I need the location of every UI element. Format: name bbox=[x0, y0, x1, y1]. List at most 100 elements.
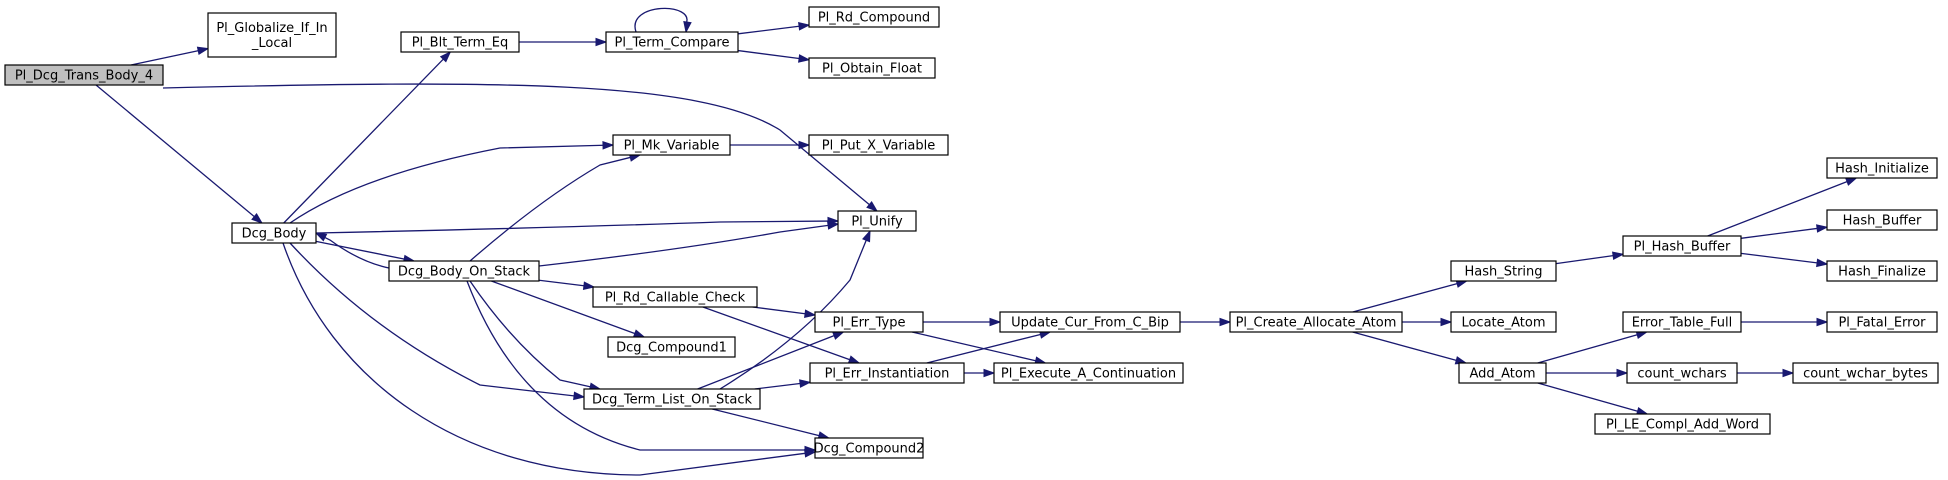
edge-line bbox=[1352, 331, 1458, 362]
node-cwchars[interactable]: count_wchars bbox=[1626, 362, 1738, 384]
node-errtype[interactable]: Pl_Err_Type bbox=[814, 311, 924, 333]
edge-line bbox=[737, 25, 801, 35]
edge-line bbox=[702, 306, 851, 361]
edge-arrowhead bbox=[1782, 368, 1795, 378]
edge-line bbox=[1555, 254, 1615, 265]
edge-arrowhead bbox=[847, 355, 861, 364]
edge-arrowhead bbox=[827, 221, 840, 230]
node-putx[interactable]: Pl_Put_X_Variable bbox=[808, 134, 949, 156]
edge-errinst-to-update bbox=[926, 330, 1052, 364]
edge-line bbox=[1537, 382, 1639, 413]
node-hinit[interactable]: Hash_Initialize bbox=[1826, 157, 1938, 179]
edge-mkvar-to-putx bbox=[730, 140, 811, 150]
node-leword[interactable]: Pl_LE_Compl_Add_Word bbox=[1594, 413, 1771, 435]
node-box bbox=[837, 210, 917, 232]
node-box bbox=[4, 64, 164, 86]
node-label: count_wchars bbox=[1637, 367, 1727, 382]
node-label: Pl_Err_Instantiation bbox=[825, 367, 950, 382]
edge-addatom-to-cwchars bbox=[1546, 368, 1629, 378]
edge-arrowhead bbox=[196, 46, 210, 56]
node-label: Pl_Create_Allocate_Atom bbox=[1236, 316, 1397, 331]
edge-line bbox=[289, 242, 576, 397]
node-box bbox=[1792, 362, 1939, 384]
edge-bodystack-to-rdcall bbox=[538, 279, 596, 290]
node-mkvar[interactable]: Pl_Mk_Variable bbox=[612, 134, 731, 156]
node-comp1[interactable]: Dcg_Compound1 bbox=[607, 336, 736, 358]
edge-arrowhead bbox=[1616, 368, 1629, 378]
edge-line bbox=[1740, 227, 1819, 239]
edge-line bbox=[469, 156, 632, 262]
node-label: Pl_Dcg_Trans_Body_4 bbox=[15, 69, 153, 84]
node-termlist[interactable]: Dcg_Term_List_On_Stack bbox=[583, 388, 761, 410]
node-box bbox=[1826, 311, 1938, 333]
edge-arrowhead bbox=[1816, 224, 1829, 233]
node-label: Update_Cur_From_C_Bip bbox=[1011, 316, 1169, 331]
node-label: Dcg_Body_On_Stack bbox=[398, 265, 531, 280]
edge-bodystack-to-comp2 bbox=[466, 280, 817, 455]
edge-arrowhead bbox=[798, 22, 811, 31]
edge-update-to-createatom bbox=[1180, 317, 1232, 327]
node-hfin[interactable]: Hash_Finalize bbox=[1826, 260, 1938, 282]
node-bodystack[interactable]: Dcg_Body_On_Stack bbox=[388, 260, 540, 282]
node-box bbox=[1622, 235, 1742, 257]
node-label: Pl_Term_Compare bbox=[615, 36, 730, 51]
edge-line bbox=[926, 333, 1042, 364]
node-glob[interactable]: Pl_Globalize_If_In_Local bbox=[207, 12, 337, 58]
node-tcomp[interactable]: Pl_Term_Compare bbox=[605, 31, 739, 53]
node-box bbox=[207, 12, 337, 58]
edge-tcomp-to-rdcomp bbox=[737, 22, 811, 35]
edge-dcgbody-to-mkvar bbox=[289, 140, 615, 224]
node-errtab[interactable]: Error_Table_Full bbox=[1622, 311, 1742, 333]
node-rdcall[interactable]: Pl_Rd_Callable_Check bbox=[592, 286, 758, 308]
node-execcont[interactable]: Pl_Execute_A_Continuation bbox=[993, 362, 1184, 384]
node-box bbox=[388, 260, 540, 282]
node-obtain[interactable]: Pl_Obtain_Float bbox=[808, 57, 936, 79]
node-cwbytes[interactable]: count_wchar_bytes bbox=[1792, 362, 1939, 384]
edge-arrowhead bbox=[683, 20, 692, 34]
node-label: Pl_Obtain_Float bbox=[822, 62, 922, 77]
node-box bbox=[999, 311, 1181, 333]
edge-arrowhead bbox=[1845, 177, 1858, 186]
node-label: Dcg_Compound1 bbox=[616, 341, 727, 356]
edge-arrowhead bbox=[1440, 317, 1453, 327]
edge-errtype-to-update bbox=[923, 317, 1002, 327]
edge-line bbox=[95, 84, 256, 218]
node-label: Dcg_Body bbox=[242, 227, 307, 242]
node-locate[interactable]: Locate_Atom bbox=[1450, 311, 1557, 333]
edge-arrowhead bbox=[989, 317, 1002, 327]
edge-line bbox=[712, 408, 821, 437]
edge-line bbox=[754, 382, 802, 390]
edge-line bbox=[538, 224, 830, 267]
node-box bbox=[1826, 260, 1938, 282]
node-errinst[interactable]: Pl_Err_Instantiation bbox=[809, 362, 965, 384]
node-label: Error_Table_Full bbox=[1632, 316, 1733, 331]
edge-hashstr-to-hashbuf bbox=[1555, 251, 1625, 265]
edge-tcomp-to-obtain bbox=[737, 49, 811, 63]
node-label: Add_Atom bbox=[1469, 367, 1535, 382]
node-hashstr[interactable]: Hash_String bbox=[1450, 260, 1557, 282]
node-trans4[interactable]: Pl_Dcg_Trans_Body_4 bbox=[4, 64, 164, 86]
node-box bbox=[1626, 362, 1738, 384]
node-hashbuf[interactable]: Pl_Hash_Buffer bbox=[1622, 235, 1742, 257]
edges-layer bbox=[95, 7, 1858, 476]
node-box bbox=[1458, 362, 1547, 384]
node-addatom[interactable]: Add_Atom bbox=[1458, 362, 1547, 384]
node-blt[interactable]: Pl_Blt_Term_Eq bbox=[400, 31, 520, 53]
node-fatal[interactable]: Pl_Fatal_Error bbox=[1826, 311, 1938, 333]
node-update[interactable]: Update_Cur_From_C_Bip bbox=[999, 311, 1181, 333]
node-unify[interactable]: Pl_Unify bbox=[837, 210, 917, 232]
node-label: Pl_Mk_Variable bbox=[624, 139, 720, 154]
edge-arrowhead bbox=[798, 54, 811, 63]
edge-hashbuf-to-hbuf bbox=[1740, 224, 1829, 239]
edge-arrowhead bbox=[862, 229, 871, 243]
node-rdcomp[interactable]: Pl_Rd_Compound bbox=[808, 6, 940, 28]
node-hbuf[interactable]: Hash_Buffer bbox=[1826, 209, 1938, 231]
edge-dcgbody-to-bodystack bbox=[315, 240, 416, 264]
node-box bbox=[1826, 209, 1938, 231]
node-dcgbody[interactable]: Dcg_Body bbox=[231, 222, 317, 244]
edge-arrowhead bbox=[1816, 258, 1829, 268]
edge-createatom-to-hashstr bbox=[1352, 279, 1469, 313]
edge-arrowhead bbox=[804, 445, 817, 455]
node-comp2[interactable]: Dcg_Compound2 bbox=[814, 437, 925, 459]
node-createatom[interactable]: Pl_Create_Allocate_Atom bbox=[1229, 311, 1403, 333]
